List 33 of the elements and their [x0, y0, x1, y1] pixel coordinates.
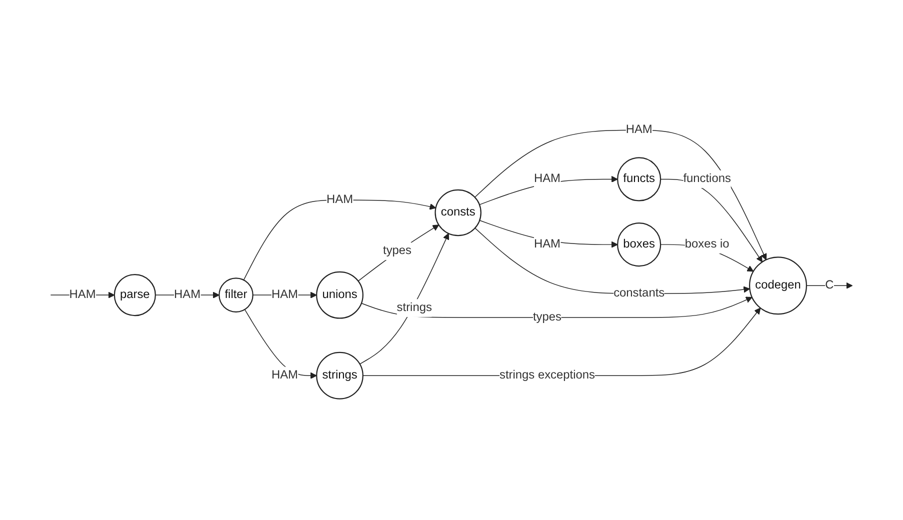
edge-label: HAM — [69, 288, 96, 302]
edge-label: functions — [683, 172, 731, 186]
node-circle: strings — [316, 352, 364, 400]
edge-label: types — [532, 310, 562, 324]
arrow — [358, 224, 440, 282]
node-circle: parse — [114, 274, 156, 316]
arrow — [474, 228, 750, 294]
arrow — [362, 308, 761, 376]
node-circle: filter — [218, 278, 254, 312]
node-circle: functs — [617, 157, 662, 202]
node-circle: codegen — [749, 256, 808, 315]
arrow — [474, 130, 767, 260]
edge-label: C — [825, 278, 834, 292]
node-circle: unions — [316, 271, 364, 319]
edge-label: HAM — [534, 238, 560, 251]
arrow — [243, 200, 436, 280]
edge-label: constants — [614, 286, 665, 300]
edge-label: HAM — [534, 172, 560, 186]
node-circle: boxes — [617, 222, 662, 267]
edge-label: types — [383, 244, 412, 258]
node-circle: consts — [434, 189, 482, 236]
edge-label: HAM — [271, 368, 298, 382]
arrow — [359, 233, 450, 364]
arrow — [361, 296, 752, 318]
edge-label: strings — [396, 301, 432, 314]
edge-label: HAM — [271, 288, 298, 302]
edge-label: strings exceptions — [500, 368, 595, 382]
edge-label: HAM — [326, 193, 354, 206]
edge-label: HAM — [174, 288, 201, 302]
arrow — [806, 282, 853, 289]
arrow — [660, 178, 763, 262]
edge-label: boxes io — [684, 238, 730, 251]
edge-label: HAM — [626, 123, 652, 136]
